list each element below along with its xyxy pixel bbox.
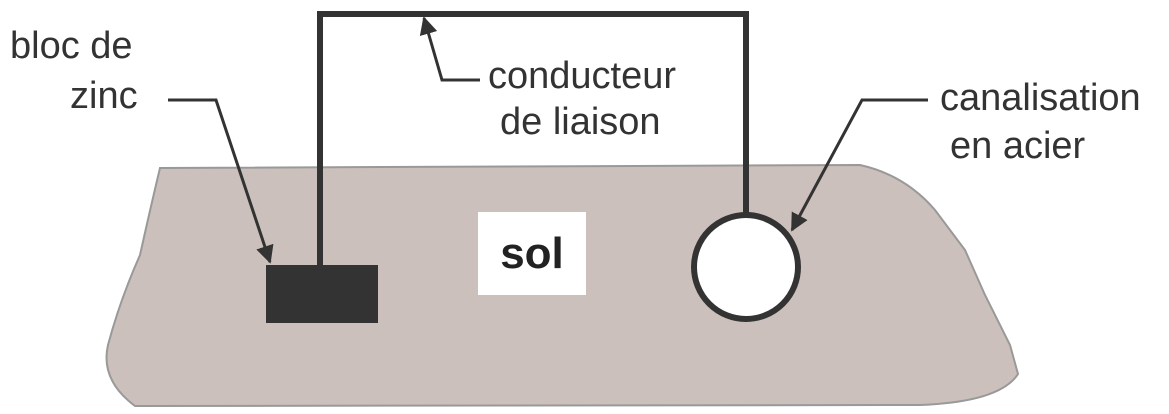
conductor-label-line1: conducteur [488, 55, 676, 97]
steel-pipe [691, 212, 801, 322]
bonding-conductor [317, 11, 749, 268]
pipe-label-line2: en acier [950, 125, 1086, 167]
soil-label: sol [500, 229, 564, 278]
conductor-leader-line [419, 16, 480, 82]
pipe-leader-line [790, 98, 928, 232]
conductor-label-line2: de liaison [500, 101, 661, 143]
zinc-label-line2: zinc [70, 75, 138, 117]
zinc-label-line1: bloc de [10, 25, 133, 67]
pipe-label-line1: canalisation [940, 77, 1141, 119]
soil-label-box [478, 212, 586, 295]
zinc-block [266, 265, 378, 323]
zinc-leader-line [168, 98, 274, 264]
